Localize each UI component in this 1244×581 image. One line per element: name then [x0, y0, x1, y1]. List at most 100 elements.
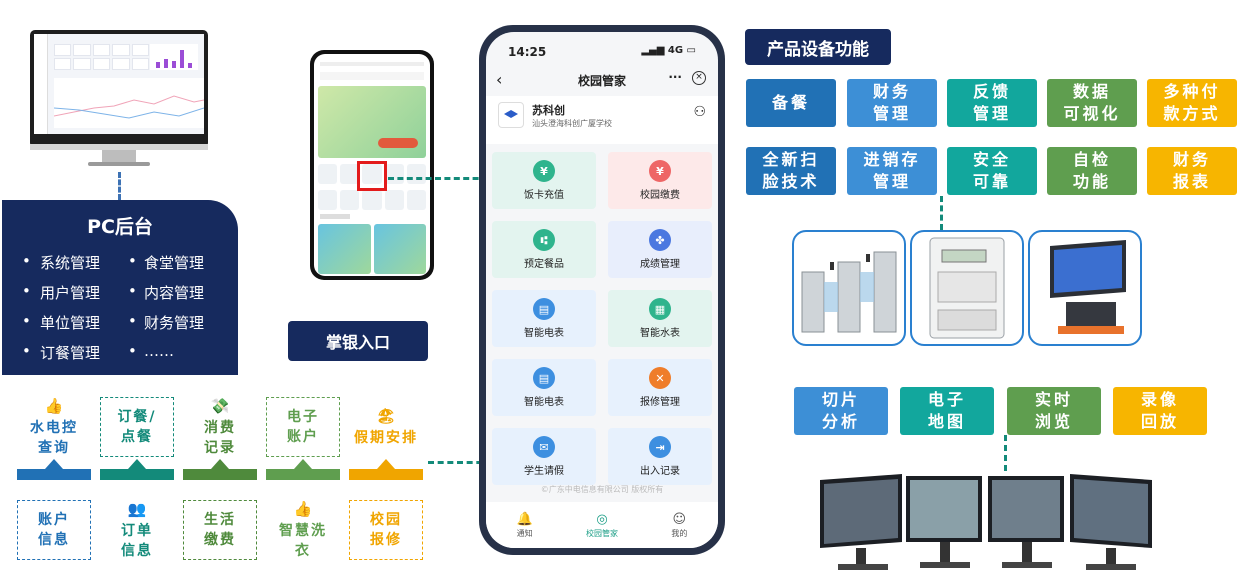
connector-devices [940, 196, 943, 230]
arrow-bar-1 [100, 459, 174, 480]
tile-label: 饭卡充值 [524, 190, 564, 201]
fork-knife-icon: ⑆ [533, 229, 555, 251]
campus-app-phone: 14:25 ▂▄▆ 4G ▭ ‹ 校园管家 ··· × 苏科创 汕头澄海科创广厦… [479, 25, 725, 555]
feature-row1-3: 数据可视化 [1047, 79, 1137, 127]
module-bottom-4: 校园报修 [349, 500, 423, 560]
tile-label: 智能电表 [524, 397, 564, 408]
products-title: 产品设备功能 [745, 29, 891, 65]
pc-title: PC后台 [87, 216, 153, 238]
module-bottom-0: 账户信息 [17, 500, 91, 560]
tile-water-meter[interactable]: ▦ 智能水表 [608, 290, 712, 347]
pinwheel-icon: ✤ [649, 229, 671, 251]
pc-feature-list: 系统管理食堂管理用户管理内容管理单位管理财务管理订餐管理…… [2, 252, 238, 363]
feature-row1-4: 多种付款方式 [1147, 79, 1237, 127]
feature-row2-3: 自检功能 [1047, 147, 1137, 195]
pc-backend-panel: PC后台 系统管理食堂管理用户管理内容管理单位管理财务管理订餐管理…… [2, 200, 238, 375]
app-title: 校园管家 [577, 74, 626, 88]
tile-fork-knife[interactable]: ⑆预定餐品 [492, 221, 596, 278]
module-label: 水电控查询 [30, 420, 78, 456]
app-navbar: ‹ 校园管家 ··· × [486, 68, 718, 96]
user-switch-icon[interactable]: ⚇ [693, 104, 706, 120]
connector-small-phone [388, 177, 488, 180]
module-label: 校园报修 [370, 512, 402, 548]
pc-list-item: 订餐管理 [2, 342, 120, 363]
more-icon[interactable]: ··· [668, 70, 682, 84]
feature-row2-0: 全新扫脸技术 [746, 147, 836, 195]
door-icon: ⇥ [649, 436, 671, 458]
tile-label: 智能水表 [640, 328, 680, 339]
tile-meter[interactable]: ▤智能电表 [492, 359, 596, 416]
org-header: 苏科创 汕头澄海科创广厦学校 ⚇ [486, 96, 718, 144]
module-label: 订餐/点餐 [117, 409, 157, 445]
feature-row1-1: 财务管理 [847, 79, 937, 127]
module-label: 生活缴费 [204, 512, 236, 548]
smart-meter-image [910, 230, 1024, 346]
tab-label: 通知 [516, 528, 533, 538]
surveillance-monitors-image [818, 470, 1154, 576]
module-bottom-1: 👥订单信息 [100, 500, 174, 560]
module-top-3: 电子账户 [266, 397, 340, 457]
back-icon[interactable]: ‹ [496, 70, 503, 89]
tile-label: 智能电表 [524, 328, 564, 339]
monitor-chin [30, 144, 208, 150]
tab-bell[interactable]: 🔔通知 [486, 502, 563, 548]
tile-leave[interactable]: ✉学生请假 [492, 428, 596, 485]
copyright: ©广东中电信息有限公司 版权所有 [540, 485, 664, 494]
tile-meter[interactable]: ▤智能电表 [492, 290, 596, 347]
video-feature-0: 切片分析 [794, 387, 888, 435]
tile-label: 学生请假 [524, 466, 564, 477]
arrow-bar-0 [17, 459, 91, 480]
bell-icon: 🔔 [516, 511, 533, 527]
pc-list-item: …… [120, 342, 238, 363]
video-feature-3: 录像回放 [1113, 387, 1207, 435]
vacation-icon: 🏖 [376, 407, 396, 425]
module-label: 订单信息 [121, 523, 153, 559]
zhangyin-entry-label: 掌银入口 [288, 321, 428, 361]
arrow-bar-2 [183, 459, 257, 480]
module-label: 智慧洗衣 [279, 523, 327, 559]
close-icon[interactable]: × [692, 71, 706, 85]
thumbs-up-icon: 👍 [44, 397, 64, 415]
pos-terminal-image [1028, 230, 1142, 346]
feature-row2-2: 安全可靠 [947, 147, 1037, 195]
mobile-bank-phone-image [310, 50, 434, 280]
tile-yuan[interactable]: ¥ 饭卡充值 [492, 152, 596, 209]
highlight-box [357, 161, 387, 191]
tile-label: 校园缴费 [640, 190, 680, 201]
tile-wallet[interactable]: ¥校园缴费 [608, 152, 712, 209]
monitor-stand [102, 150, 136, 162]
module-label: 账户信息 [38, 512, 70, 548]
module-top-2: 💸消费记录 [183, 397, 257, 457]
tile-tools[interactable]: ✕报修管理 [608, 359, 712, 416]
module-top-1: 订餐/点餐 [100, 397, 174, 457]
thumbs-up-icon: 👍 [293, 500, 313, 518]
module-label: 电子账户 [287, 409, 319, 445]
graduation-cap-icon [498, 102, 524, 128]
school-name: 汕头澄海科创广厦学校 [532, 119, 612, 128]
pc-list-item: 用户管理 [2, 282, 120, 303]
tile-door[interactable]: ⇥ 出入记录 [608, 428, 712, 485]
pc-list-item: 单位管理 [2, 312, 120, 333]
water-meter-icon: ▦ [649, 298, 671, 320]
tile-label: 报修管理 [640, 397, 680, 408]
pc-list-item: 财务管理 [120, 312, 238, 333]
yuan-icon: ¥ [533, 160, 555, 182]
turnstile-gate-image [792, 230, 906, 346]
tab-profile[interactable]: ☺我的 [641, 502, 718, 548]
status-time: 14:25 [508, 45, 547, 59]
tile-label: 出入记录 [640, 466, 680, 477]
video-feature-1: 电子地图 [900, 387, 994, 435]
module-bottom-3: 👍 智慧洗衣 [266, 500, 340, 560]
pc-monitor-image [30, 30, 208, 148]
tab-label: 校园管家 [585, 528, 618, 538]
tile-pinwheel[interactable]: ✤成绩管理 [608, 221, 712, 278]
pc-list-item: 内容管理 [120, 282, 238, 303]
profile-icon: ☺ [672, 511, 687, 527]
bottom-tab-bar: 🔔通知◎校园管家☺我的 [486, 502, 718, 548]
pc-list-item: 食堂管理 [120, 252, 238, 273]
tab-butler[interactable]: ◎校园管家 [563, 502, 640, 548]
org-name: 苏科创 [532, 104, 565, 117]
arrow-bar-3 [266, 459, 340, 480]
app-function-grid: ¥饭卡充值¥校园缴费⑆预定餐品✤成绩管理▤智能电表▦智能水表▤智能电表✕报修管理… [492, 152, 712, 485]
feature-row1-0: 备餐 [746, 79, 836, 127]
